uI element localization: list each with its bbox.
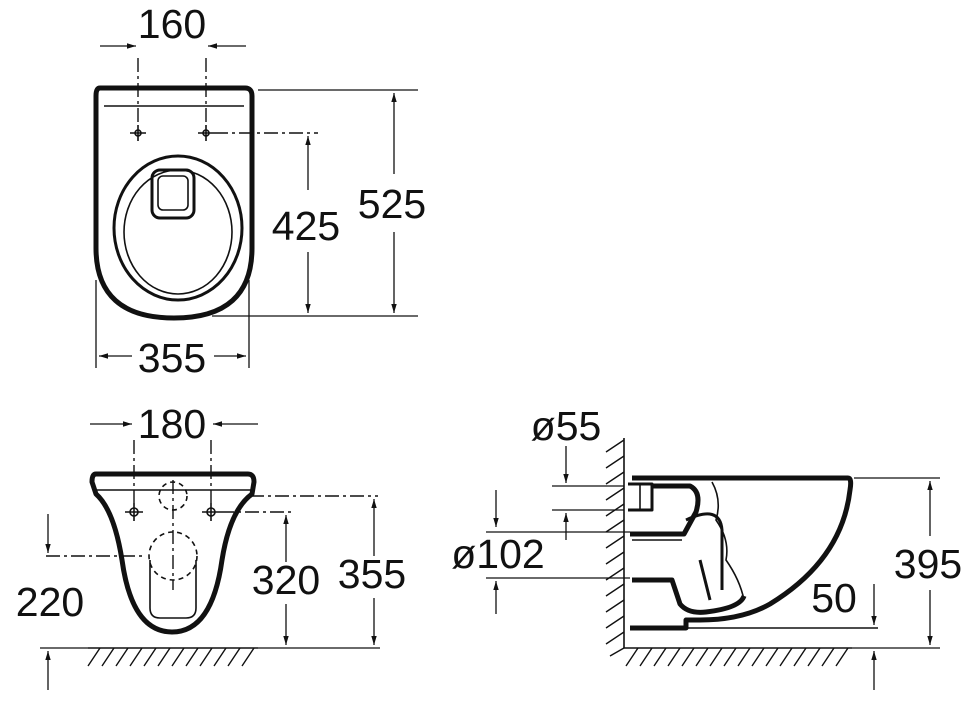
top-view-flush-inlet-inner — [157, 175, 189, 211]
side-view-rim-height-label: 395 — [894, 541, 962, 587]
top-view-flush-inlet — [150, 168, 196, 220]
top-view-bowl-outline — [93, 85, 255, 321]
side-view-inlet-diameter-label: ø55 — [531, 403, 602, 449]
front-view-floor-hatch — [87, 647, 255, 667]
side-view: ø55 ø102 50 395 — [451, 403, 962, 690]
side-view-floor-hatch — [625, 647, 849, 667]
side-view-outlet-diameter-label: ø102 — [451, 531, 544, 577]
top-view-depth-label: 525 — [358, 181, 426, 227]
front-view-fixing-hole-left — [125, 503, 143, 521]
front-view-waste-height-label: 220 — [16, 579, 84, 625]
front-view-trapway — [149, 560, 197, 619]
side-view-flush-channel — [630, 483, 701, 537]
side-view-wall-hatch — [605, 439, 625, 657]
top-view-fixing-hole-right — [198, 125, 214, 141]
side-view-foot-clearance-label: 50 — [811, 575, 857, 621]
side-view-bowl-outline — [630, 475, 854, 631]
side-view-trapway — [632, 577, 747, 615]
top-view-fixing-spacing-label: 160 — [138, 1, 206, 47]
side-view-section-break — [711, 481, 745, 601]
front-view-fixing-height-label: 320 — [252, 557, 320, 603]
front-view: 180 320 355 220 — [16, 401, 406, 690]
front-view-fixing-spacing-label: 180 — [138, 401, 206, 447]
top-view-fixing-to-front-label: 425 — [272, 203, 340, 249]
top-view-seat-opening — [112, 154, 244, 302]
front-view-rim-height-label: 355 — [338, 551, 406, 597]
top-view-width-label: 355 — [138, 335, 206, 381]
top-view-fixing-hole-left — [130, 125, 146, 141]
top-view-bowl-inner — [123, 169, 233, 295]
top-view: 160 425 525 355 — [93, 1, 426, 381]
front-view-bowl-outline — [89, 471, 257, 635]
front-view-fixing-hole-right — [202, 503, 220, 521]
